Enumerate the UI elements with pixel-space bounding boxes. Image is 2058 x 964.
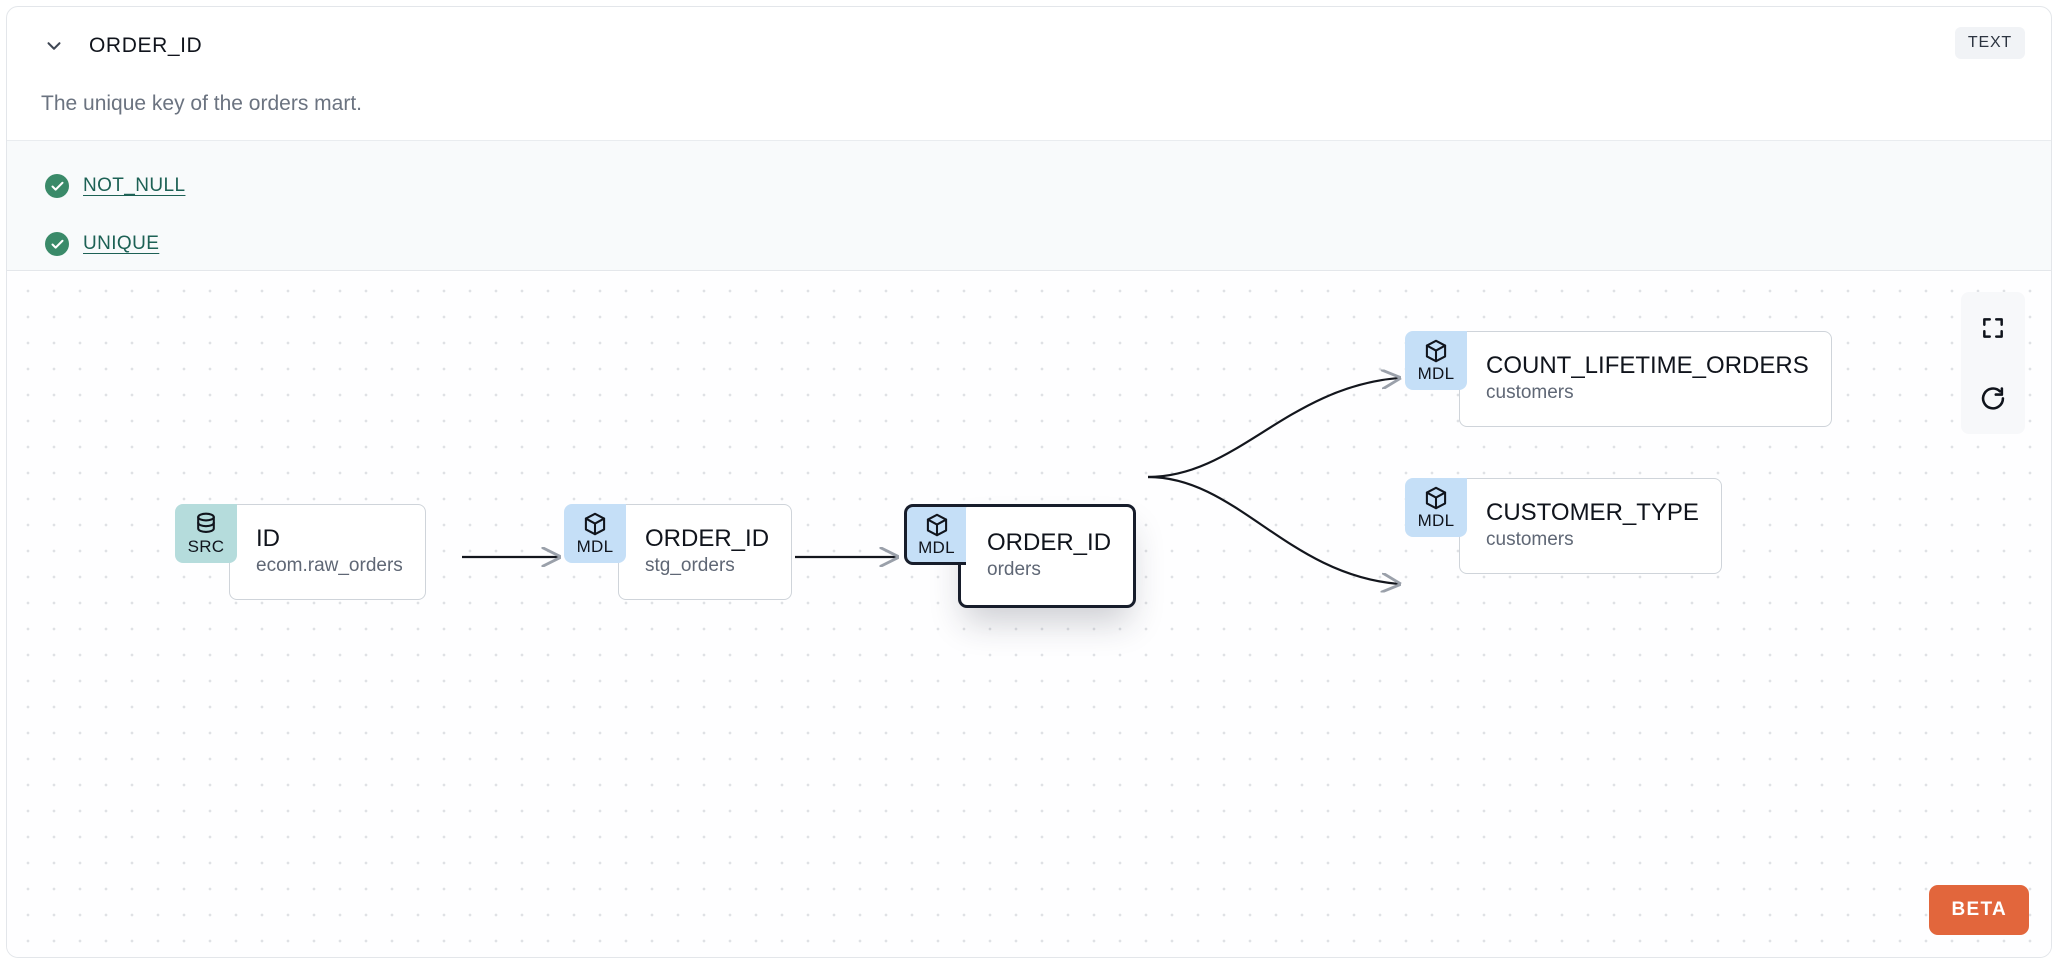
node-badge-mdl: MDL [904,504,966,565]
beta-badge[interactable]: BETA [1929,885,2029,935]
cube-icon [1425,339,1447,363]
edge-orders-to-count-lifetime-orders [1147,378,1399,479]
canvas-controls [1961,292,2025,434]
node-subtitle: stg_orders [645,555,735,577]
node-badge-label: MDL [1417,511,1455,530]
cube-icon [1425,486,1447,510]
lineage-canvas[interactable]: SRC ID ecom.raw_orders MDL ORDER_ID stg_… [7,272,2051,957]
cube-icon [584,512,606,536]
header-left-group: ORDER_ID [41,33,202,59]
node-subtitle: customers [1486,529,1574,551]
lineage-node-customer-type[interactable]: MDL CUSTOMER_TYPE customers [1405,478,1722,574]
node-subtitle: orders [987,559,1041,581]
node-body: CUSTOMER_TYPE customers [1459,478,1722,574]
column-detail-card: ORDER_ID TEXT The unique key of the orde… [6,6,2052,958]
node-badge-label: MDL [576,537,614,556]
node-body: ORDER_ID stg_orders [618,504,793,600]
lineage-node-src-id[interactable]: SRC ID ecom.raw_orders [175,504,426,600]
refresh-button[interactable] [1961,363,2025,434]
node-name: COUNT_LIFETIME_ORDERS [1486,351,1809,379]
check-circle-icon [45,232,69,256]
node-name: CUSTOMER_TYPE [1486,498,1699,526]
column-type-badge: TEXT [1954,27,2025,59]
node-badge-mdl: MDL [564,504,626,563]
tests-panel: NOT_NULL UNIQUE [7,140,2051,271]
node-badge-label: MDL [918,538,955,557]
node-name: ID [256,524,280,552]
test-row: NOT_NULL [7,157,2051,215]
cube-icon [926,513,947,537]
node-badge-label: SRC [187,537,225,556]
node-body: ORDER_ID orders [958,504,1137,608]
test-row: UNIQUE [7,215,2051,273]
node-badge-src: SRC [175,504,237,563]
edge-orders-to-customer-type [1147,475,1399,584]
check-circle-icon [45,174,69,198]
node-body: COUNT_LIFETIME_ORDERS customers [1459,331,1832,427]
node-name: ORDER_ID [645,524,770,552]
test-link-not-null[interactable]: NOT_NULL [83,175,186,196]
node-badge-mdl: MDL [1405,331,1467,390]
fullscreen-icon [1983,317,2003,338]
lineage-node-count-lifetime-orders[interactable]: MDL COUNT_LIFETIME_ORDERS customers [1405,331,1832,427]
node-badge-label: MDL [1417,364,1455,383]
page-title: ORDER_ID [89,34,203,57]
node-subtitle: customers [1486,382,1574,404]
column-description: The unique key of the orders mart. [41,92,362,115]
test-link-unique[interactable]: UNIQUE [83,233,160,254]
lineage-node-orders-order-id[interactable]: MDL ORDER_ID orders [904,504,1137,608]
lineage-node-stg-order-id[interactable]: MDL ORDER_ID stg_orders [564,504,793,600]
node-badge-mdl: MDL [1405,478,1467,537]
database-icon [197,512,215,533]
card-header: ORDER_ID TEXT [7,7,2051,81]
fit-view-button[interactable] [1961,292,2025,363]
chevron-down-icon[interactable] [41,33,67,59]
node-name: ORDER_ID [987,528,1112,556]
node-body: ID ecom.raw_orders [229,504,426,600]
refresh-icon [1981,386,2005,410]
node-subtitle: ecom.raw_orders [256,555,403,577]
